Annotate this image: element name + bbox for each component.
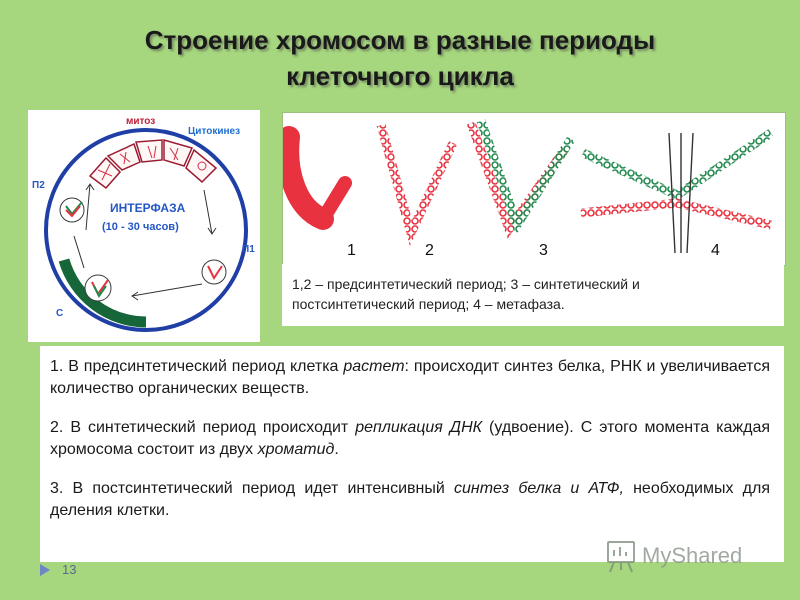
p3-text-b: необходимых для деления клетки. — [50, 480, 770, 519]
mitosis-segments — [88, 139, 218, 190]
slide-number: 13 — [62, 562, 77, 577]
chromosome-stage-4 — [580, 129, 774, 254]
watermark: MyShared — [604, 534, 774, 578]
p3-emphasis: синтез белка и АТФ, — [454, 480, 624, 497]
cell-s-chromosome-2 — [93, 285, 107, 298]
arrow-4 — [85, 183, 91, 231]
chromosome-stages-svg: 1 2 3 4 — [277, 119, 774, 259]
mitosis-label: митоз — [126, 116, 155, 127]
stage-label-4: 4 — [711, 242, 720, 259]
cell-g2-chromosome-2 — [65, 205, 81, 218]
caption-line-1: 1,2 – предсинтетический период; 3 – синт… — [292, 276, 640, 292]
p2-text-b: (удвоение). С этого момента каждая хромо… — [50, 419, 771, 458]
cytokinesis-cell — [185, 148, 218, 184]
presentation-board-icon — [607, 541, 635, 573]
paragraph-3: 3. В постсинтетический период идет интен… — [50, 478, 770, 522]
p1-text-b: : происходит синтез белка, РНК и увеличи… — [50, 358, 770, 397]
stage-label-3: 3 — [539, 242, 548, 259]
arrow-2-head — [131, 291, 139, 301]
cycle-arrows — [73, 183, 217, 301]
p2-text-c: . — [334, 441, 339, 458]
p3-text-a: 3. В постсинтетический период идет интен… — [50, 480, 455, 497]
chromosome-4-coil-green — [581, 129, 774, 201]
mitosis-cell-4 — [163, 139, 194, 167]
p1-text-a: 1. В предсинтетический период клетка — [50, 358, 344, 375]
cell-g1-chromosome — [207, 265, 223, 280]
slide-title-line2: клеточного цикла — [286, 61, 514, 91]
cell-g2-chromosome — [65, 201, 83, 216]
figure-caption: 1,2 – предсинтетический период; 3 – синт… — [282, 264, 784, 326]
cytokinesis-label: Цитокинез — [188, 126, 240, 137]
watermark-text: MyShared — [642, 543, 742, 568]
p2-emphasis-2: хроматид — [257, 441, 335, 458]
arrow-4-head — [85, 183, 95, 191]
chromosome-stage-1 — [277, 126, 352, 230]
chromosome-4-coil-red — [580, 198, 773, 230]
cell-cycle-diagram: митоз Цитокинез ИНТЕРФАЗА (10 - 30 часов… — [28, 110, 260, 342]
caption-line-2: постсинтетический период; 4 – метафаза. — [292, 296, 565, 312]
cell-g2 — [59, 197, 85, 223]
p2-emphasis-1: репликация ДНК — [355, 419, 483, 436]
paragraph-1: 1. В предсинтетический период клетка рас… — [50, 356, 770, 400]
stage-label-1: 1 — [347, 242, 356, 259]
cell-cycle-svg: митоз Цитокинез ИНТЕРФАЗА (10 - 30 часов… — [32, 116, 255, 332]
cycle-ring — [44, 128, 248, 332]
chromosome-stage-2 — [376, 123, 458, 246]
interphase-label: ИНТЕРФАЗА — [110, 201, 186, 215]
g2-label: П2 — [32, 180, 45, 191]
arrow-1-head — [207, 227, 217, 235]
chromosome-stages-figure: 1 2 3 4 — [277, 112, 786, 266]
text-panel: 1. В предсинтетический период клетка рас… — [40, 346, 784, 562]
mitosis-cell-3 — [135, 139, 163, 163]
spindle-fibers — [668, 132, 694, 254]
s-phase-arc — [58, 258, 147, 328]
mitosis-figures — [97, 145, 207, 181]
g1-label: П1 — [242, 244, 255, 255]
chromosome-3-coil-green — [476, 119, 575, 236]
slide-title-line1: Строение хромосом в разные периоды — [144, 25, 656, 55]
figure-1 — [97, 163, 113, 181]
figure-3 — [147, 145, 157, 159]
p2-text-a: 2. В синтетический период происходит — [50, 419, 356, 436]
arrow-1 — [203, 189, 213, 235]
stage-label-2: 2 — [425, 242, 434, 259]
figure-5 — [197, 161, 207, 171]
arrow-3 — [73, 235, 85, 269]
chromosome-1-arm-long — [277, 126, 334, 230]
chromosome-2-coil — [376, 123, 458, 246]
p1-emphasis: растет — [343, 358, 405, 375]
nav-play-icon[interactable] — [38, 563, 52, 577]
ring-cells — [59, 197, 227, 302]
cell-g1 — [201, 259, 227, 285]
interphase-duration: (10 - 30 часов) — [102, 221, 179, 233]
s-label: С — [56, 308, 63, 319]
figure-2 — [119, 151, 131, 165]
paragraph-2: 2. В синтетический период происходит реп… — [50, 417, 770, 461]
figure-4 — [169, 147, 179, 161]
watermark-svg: MyShared — [607, 541, 742, 573]
slide-title: Строение хромосом в разные периоды клето… — [60, 22, 740, 94]
chromosome-stage-3 — [466, 119, 575, 239]
cell-s — [84, 274, 112, 302]
chromosome-1-arm-short — [316, 176, 352, 226]
arrow-2 — [131, 283, 203, 297]
